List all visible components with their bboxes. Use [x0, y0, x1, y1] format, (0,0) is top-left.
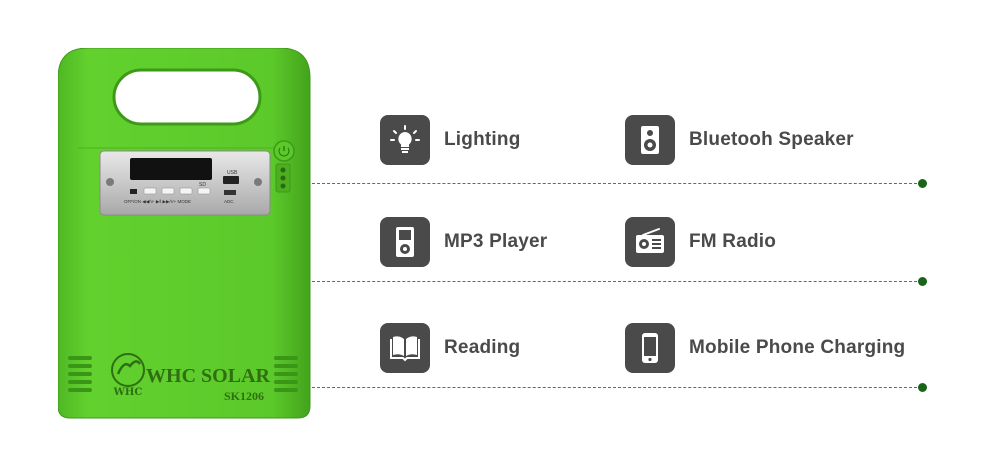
control-panel: USB SD OFF/ON ◀◀/V- ▶ǁ ▶▶/V+ MODE ADC: [99, 150, 271, 216]
feature-speaker: Bluetooh Speaker: [625, 115, 854, 165]
svg-text:OFF/ON ◀◀/V- ▶ǁ ▶▶/V+ MO: OFF/ON ◀◀/V- ▶ǁ ▶▶/V+ MODE: [124, 199, 191, 204]
feature-label: Bluetooh Speaker: [689, 129, 854, 150]
feature-charging: Mobile Phone Charging: [625, 323, 905, 373]
feature-label: Reading: [444, 337, 521, 358]
brand-name: WHC SOLAR: [146, 365, 270, 387]
left-vents: [68, 356, 92, 392]
feature-mp3: MP3 Player: [380, 217, 547, 267]
guide-line-2: [312, 281, 922, 282]
guide-dot-2: [918, 277, 927, 286]
radio-icon: [625, 217, 675, 267]
mp3-player-icon: [380, 217, 430, 267]
guide-line-1: [312, 183, 922, 184]
bulb-icon: [380, 115, 430, 165]
svg-text:SD: SD: [199, 182, 206, 188]
feature-label: Lighting: [444, 129, 521, 150]
guide-dot-3: [918, 383, 927, 392]
right-vents: [274, 356, 298, 392]
svg-text:ADC: ADC: [224, 199, 234, 204]
feature-reading: Reading: [380, 323, 520, 373]
feature-label: MP3 Player: [444, 231, 548, 252]
svg-text:WHC: WHC: [113, 387, 143, 398]
feature-label: Mobile Phone Charging: [689, 337, 906, 358]
speaker-icon: [625, 115, 675, 165]
book-icon: [380, 323, 430, 373]
guide-dot-1: [918, 179, 927, 188]
phone-icon: [625, 323, 675, 373]
feature-radio: FM Radio: [625, 217, 776, 267]
solar-lighting-kit-device: USB SD OFF/ON ◀◀/V- ▶ǁ ▶▶/V+ MODE ADC: [58, 48, 311, 419]
guide-line-3: [312, 387, 922, 388]
model-name: SK1206: [224, 389, 264, 403]
whc-logo: WHC: [111, 353, 145, 398]
feature-lighting: Lighting: [380, 115, 521, 165]
feature-label: FM Radio: [689, 231, 777, 252]
svg-text:USB: USB: [227, 170, 238, 176]
